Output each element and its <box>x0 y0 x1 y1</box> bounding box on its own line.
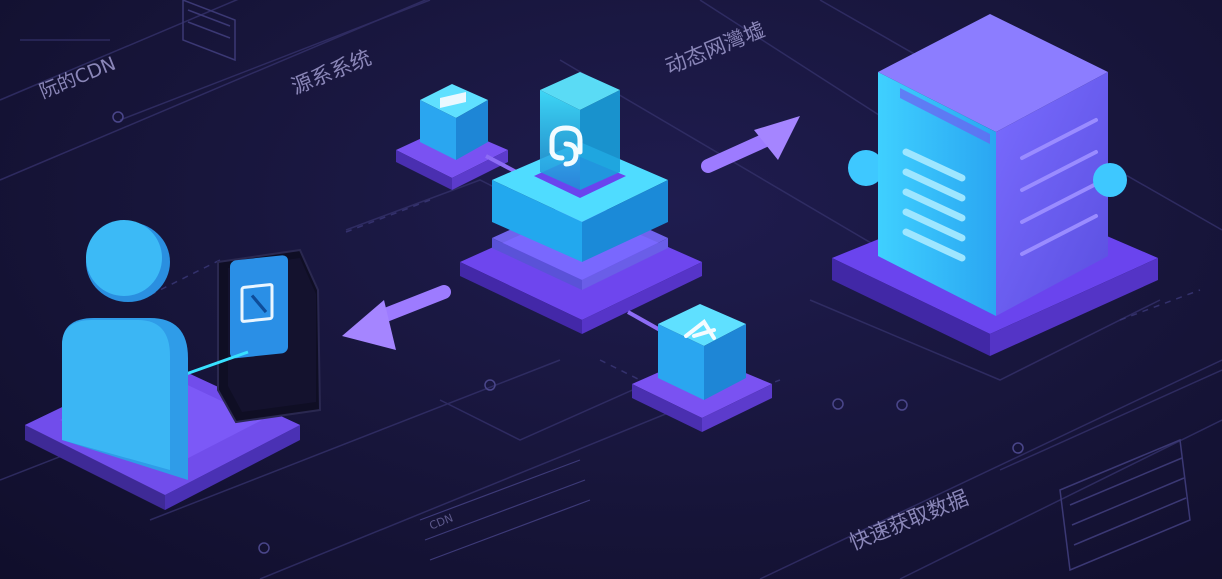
circuit-nodes <box>112 111 1024 554</box>
server-side-lines <box>1020 118 1098 256</box>
user-icon <box>62 220 188 480</box>
edge-node-top <box>396 84 508 190</box>
server-icon <box>848 14 1127 316</box>
hub-icon <box>549 125 583 167</box>
edge-node-bottom <box>632 304 772 432</box>
server-vents <box>902 148 966 262</box>
background-text-block <box>419 459 591 561</box>
arrow-left-icon <box>342 285 451 350</box>
chart-icon <box>684 319 716 340</box>
screen-icon <box>217 248 322 424</box>
background-chip-right <box>1059 438 1191 572</box>
arrow-right-icon <box>701 116 800 173</box>
user-screen-connector <box>185 350 249 376</box>
central-hub <box>460 72 702 334</box>
cube-icon <box>440 92 466 108</box>
connector-bottom <box>627 310 661 332</box>
background-chip-top <box>182 0 236 62</box>
